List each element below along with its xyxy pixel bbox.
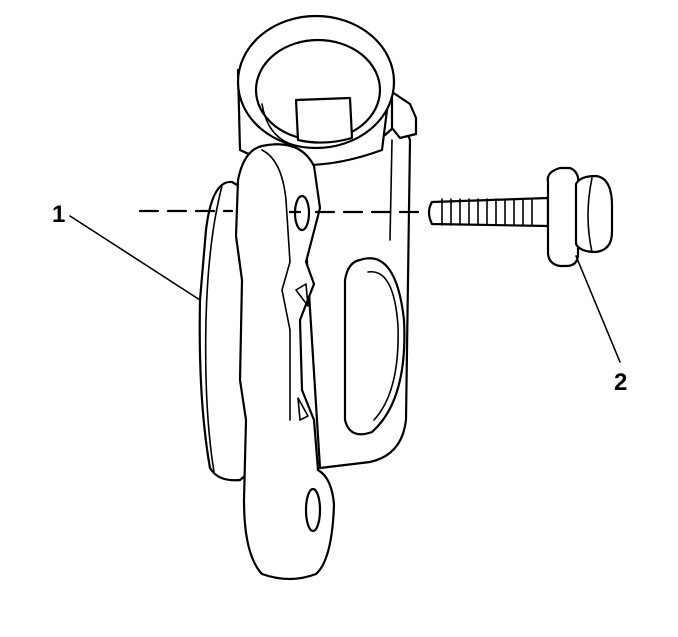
bolt-shank [427, 196, 550, 228]
bolt-threads [441, 198, 533, 226]
housing-side-boss [343, 257, 406, 436]
leader-line-1 [69, 215, 201, 301]
flange-face-notch-lower [297, 397, 309, 421]
leader-line-2 [575, 255, 621, 363]
bolt-washer [546, 166, 580, 268]
housing-bore-shadow [261, 103, 299, 147]
callout-label-2: 2 [614, 369, 627, 396]
assembly-centerline [138, 209, 430, 214]
bolt-head-chamfer [587, 177, 593, 253]
callout-1: 1 [52, 201, 201, 301]
housing-side-edge [389, 139, 393, 241]
flange-face-notch-upper [295, 283, 309, 307]
flange-bolt-hole-lower [304, 487, 322, 533]
callout-2: 2 [575, 255, 627, 396]
bolt-part [427, 166, 614, 268]
housing-part [198, 14, 418, 581]
flange-back-rim-edge [204, 185, 223, 473]
flange-plate [234, 143, 336, 581]
flange-face-edge [261, 149, 291, 421]
housing-bore-key [294, 96, 354, 144]
callout-label-1: 1 [52, 201, 65, 228]
bolt-head [574, 174, 614, 254]
housing-side-boss-rim [367, 271, 399, 421]
housing-tab [390, 90, 418, 140]
